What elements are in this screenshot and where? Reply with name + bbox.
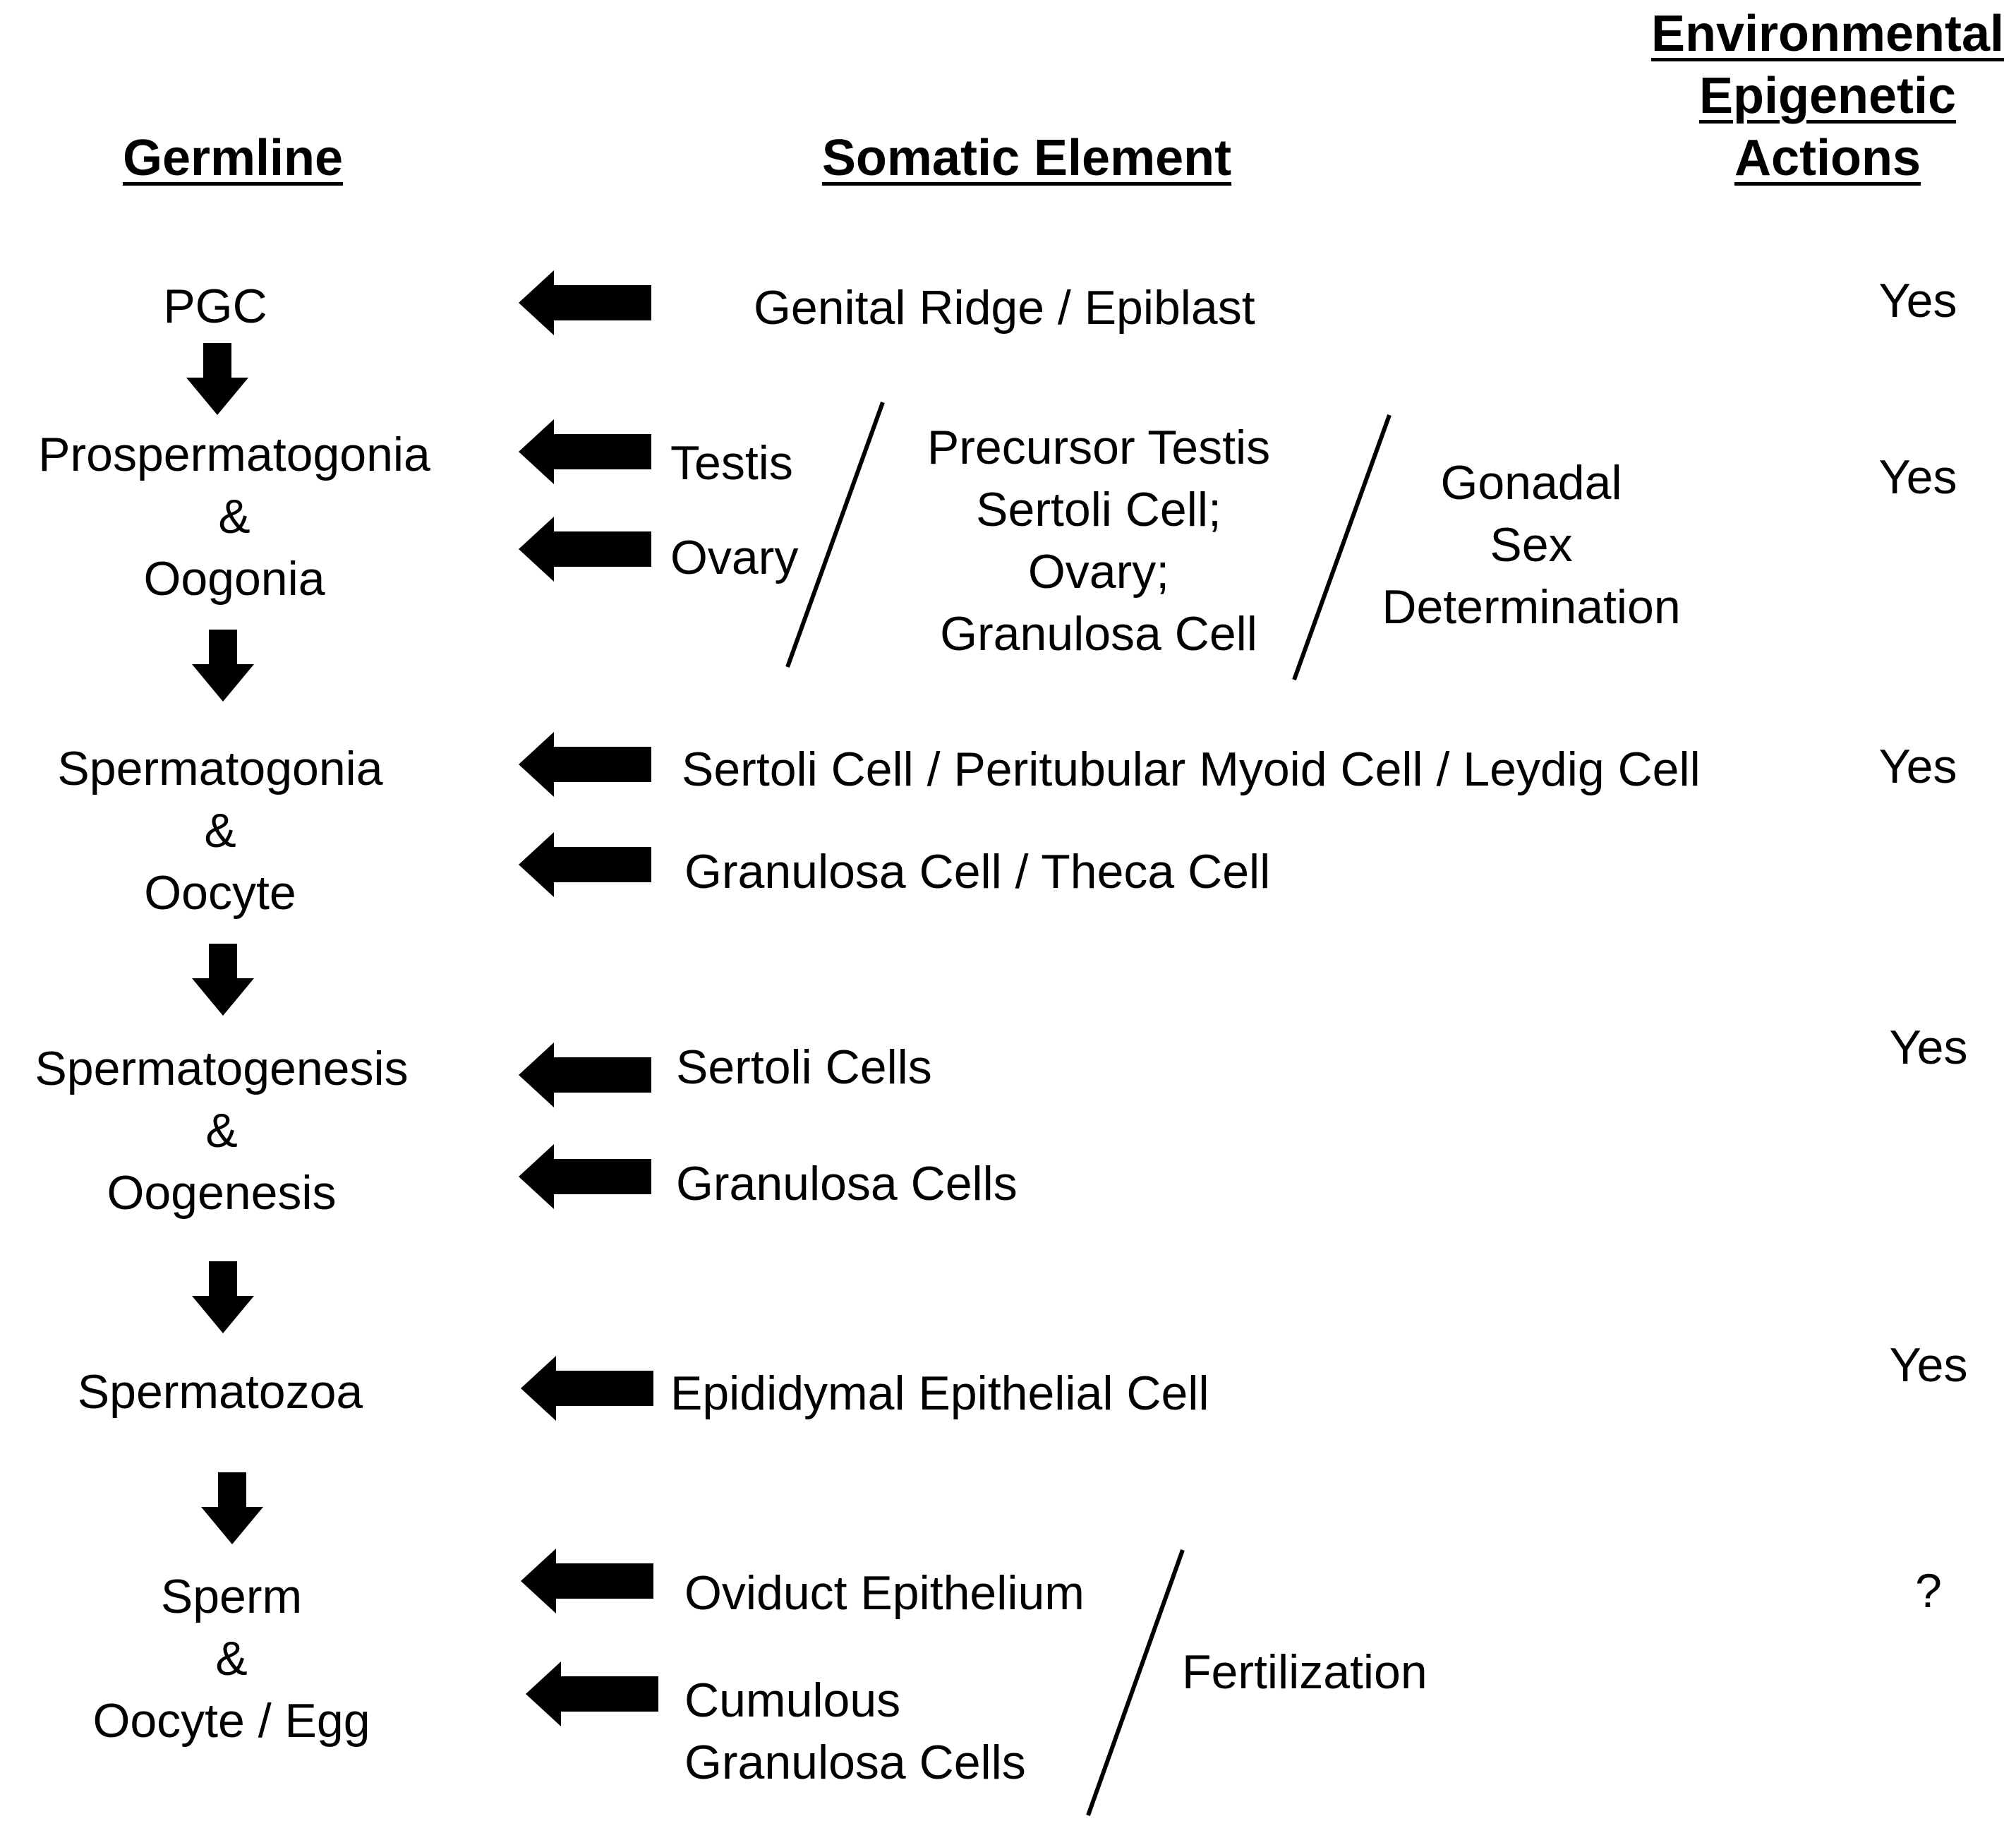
down-arrow-2 xyxy=(192,630,254,702)
germline-pgc: PGC xyxy=(163,280,267,333)
down-arrow-4 xyxy=(192,1261,254,1333)
germline-stage2-line-2: & xyxy=(218,490,251,543)
down-arrow-3 xyxy=(192,944,254,1016)
left-arrow-granulosa-cells xyxy=(519,1144,651,1209)
germline-stage4-line-2: & xyxy=(205,1104,238,1158)
somatic-genital-ridge-epiblast: Genital Ridge / Epiblast xyxy=(754,281,1255,335)
germline-spermatogonia-oocyte: Spermatogonia & Oocyte xyxy=(57,738,382,924)
somatic-precursor-line-4: Granulosa Cell xyxy=(940,607,1257,661)
germline-prospermatogonia-oogonia: Prospermatogonia & Oogonia xyxy=(38,423,430,610)
germline-stage2-line-3: Oogonia xyxy=(143,552,325,606)
germline-spermatogenesis-oogenesis: Spermatogenesis & Oogenesis xyxy=(35,1038,408,1224)
left-arrow-sertoli-cells xyxy=(519,1042,651,1107)
germline-stage6-line-2: & xyxy=(215,1632,248,1685)
header-env-line-1: Environmental xyxy=(1650,6,2005,62)
env-row4: Yes xyxy=(1889,1021,1968,1074)
somatic-precursor-testis-granulosa: Precursor Testis Sertoli Cell; Ovary; Gr… xyxy=(927,416,1270,665)
germline-spermatozoa: Spermatozoa xyxy=(77,1365,363,1419)
germline-stage4-line-1: Spermatogenesis xyxy=(35,1042,409,1095)
env-row1: Yes xyxy=(1878,274,1957,327)
slash-testis-ovary xyxy=(785,401,885,668)
somatic-gonadal-line-1: Gonadal xyxy=(1440,456,1622,510)
left-arrow-cumulous xyxy=(526,1661,658,1726)
down-arrow-5 xyxy=(201,1472,263,1544)
somatic-sertoli-peritubular-leydig: Sertoli Cell / Peritubular Myoid Cell / … xyxy=(682,743,1701,796)
germline-stage3-line-2: & xyxy=(204,804,236,858)
left-arrow-epididymal xyxy=(521,1356,653,1421)
somatic-granulosa-theca: Granulosa Cell / Theca Cell xyxy=(684,845,1271,899)
left-arrow-oviduct xyxy=(521,1549,653,1613)
left-arrow-ovary xyxy=(519,517,651,582)
germline-sperm-oocyte-egg: Sperm & Oocyte / Egg xyxy=(92,1565,370,1752)
somatic-fertilization: Fertilization xyxy=(1182,1645,1428,1699)
left-arrows xyxy=(519,270,658,1726)
somatic-cumulous-line-1: Cumulous xyxy=(684,1673,901,1727)
germline-stage3-line-3: Oocyte xyxy=(144,866,296,920)
germline-stage3-line-1: Spermatogonia xyxy=(57,742,383,795)
germline-stage2-line-1: Prospermatogonia xyxy=(38,428,430,481)
left-arrow-sertoli-peritubular xyxy=(519,732,651,797)
header-somatic-element: Somatic Element xyxy=(821,130,1232,186)
somatic-testis: Testis xyxy=(670,436,793,490)
slash-fertilization xyxy=(1086,1549,1185,1817)
left-arrow-genital-ridge xyxy=(519,270,651,335)
env-row5: Yes xyxy=(1889,1338,1968,1392)
germline-stage6-line-3: Oocyte / Egg xyxy=(92,1694,370,1748)
germline-stage6-line-1: Sperm xyxy=(160,1570,303,1623)
left-arrow-testis xyxy=(519,419,651,484)
somatic-precursor-line-1: Precursor Testis xyxy=(926,421,1271,474)
left-arrow-granulosa-theca xyxy=(519,832,651,897)
slash-precursor-gonadal xyxy=(1292,414,1392,681)
somatic-granulosa-cells: Granulosa Cells xyxy=(676,1157,1018,1210)
somatic-precursor-line-2: Sertoli Cell; xyxy=(976,483,1221,536)
somatic-gonadal-line-2: Sex xyxy=(1490,518,1573,572)
somatic-sertoli-cells: Sertoli Cells xyxy=(676,1040,932,1094)
somatic-oviduct-epithelium: Oviduct Epithelium xyxy=(684,1566,1085,1620)
somatic-cumulous-granulosa-cells: Cumulous Granulosa Cells xyxy=(684,1669,1026,1793)
somatic-gonadal-line-3: Determination xyxy=(1382,580,1681,634)
somatic-ovary: Ovary xyxy=(670,531,799,584)
env-row6: ? xyxy=(1915,1564,1942,1618)
germline-stage4-line-3: Oogenesis xyxy=(107,1166,337,1220)
env-row2: Yes xyxy=(1878,450,1957,504)
down-arrow-1 xyxy=(186,343,248,415)
down-arrows xyxy=(186,343,263,1544)
header-germline: Germline xyxy=(122,130,344,186)
somatic-epididymal-epithelial-cell: Epididymal Epithelial Cell xyxy=(670,1366,1209,1420)
somatic-cumulous-line-2: Granulosa Cells xyxy=(684,1736,1026,1789)
env-row3: Yes xyxy=(1878,740,1957,793)
somatic-gonadal-sex-determination: Gonadal Sex Determination xyxy=(1382,452,1680,638)
header-env-line-2: Epigenetic xyxy=(1698,68,1957,124)
somatic-precursor-line-3: Ovary; xyxy=(1027,545,1170,599)
header-environmental-epigenetic-actions: Environmental Epigenetic Actions xyxy=(1651,3,2004,189)
header-env-line-3: Actions xyxy=(1734,130,1921,186)
divider-slashes xyxy=(785,401,1392,1817)
